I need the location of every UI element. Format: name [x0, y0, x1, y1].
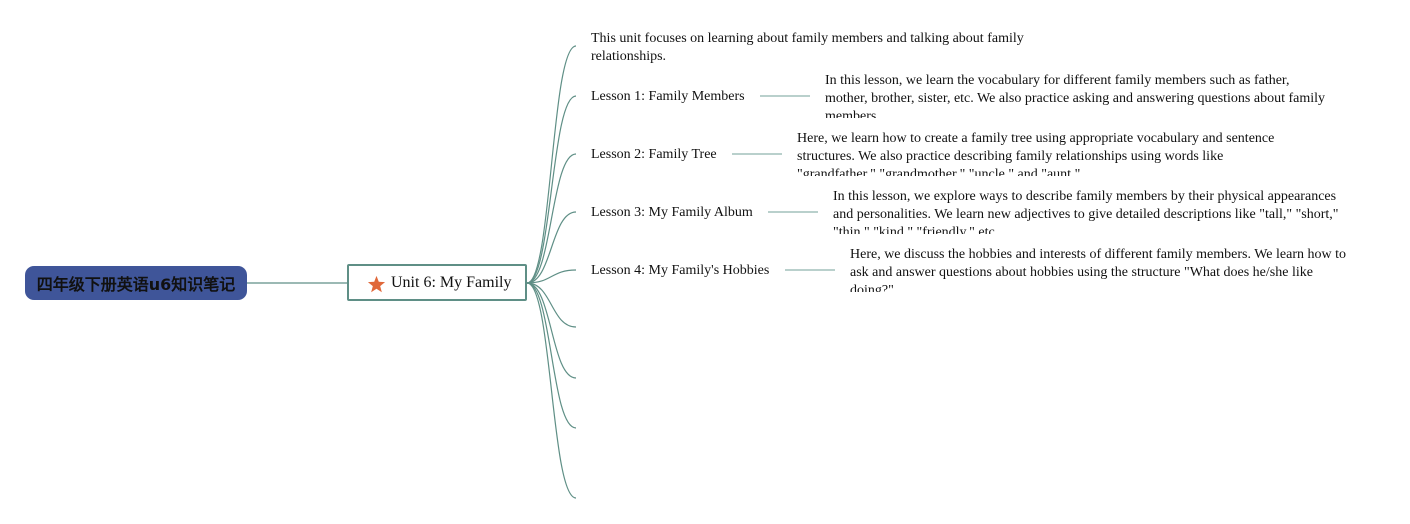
branch-connector-lesson-3 [526, 211, 577, 284]
lesson-2-label[interactable]: Lesson 2: Family Tree [591, 147, 717, 162]
branch-connector-lesson-4 [526, 269, 577, 284]
unit-overview-text[interactable]: This unit focuses on learning about fami… [591, 31, 1024, 64]
lesson-4-description[interactable]: Here, we discuss the hobbies and interes… [850, 247, 1346, 292]
lesson-2-description[interactable]: Here, we learn how to create a family tr… [797, 131, 1275, 176]
star-icon [367, 275, 386, 293]
lesson-1-description[interactable]: In this lesson, we learn the vocabulary … [825, 73, 1326, 118]
lesson-3-description[interactable]: In this lesson, we explore ways to descr… [833, 189, 1339, 234]
branch-connector-empty-1 [526, 282, 577, 328]
root-topic-node[interactable]: 四年级下册英语u6知识笔记 [25, 266, 247, 300]
lesson-3-label[interactable]: Lesson 3: My Family Album [591, 205, 753, 220]
branch-connector-empty-2 [526, 282, 577, 379]
unit-topic-node[interactable]: Unit 6: My Family [347, 264, 527, 301]
branch-connector-lesson-1 [526, 95, 577, 284]
lesson-4-label[interactable]: Lesson 4: My Family's Hobbies [591, 263, 770, 278]
branch-connector-empty-4 [526, 282, 577, 499]
branch-connector-empty-3 [526, 282, 577, 429]
branch-connector-overview [526, 45, 577, 284]
lesson-1-label[interactable]: Lesson 1: Family Members [591, 89, 745, 104]
branch-connector-lesson-2 [526, 153, 577, 284]
unit-topic-label: Unit 6: My Family [391, 273, 512, 291]
root-topic-label: 四年级下册英语u6知识笔记 [36, 275, 236, 294]
